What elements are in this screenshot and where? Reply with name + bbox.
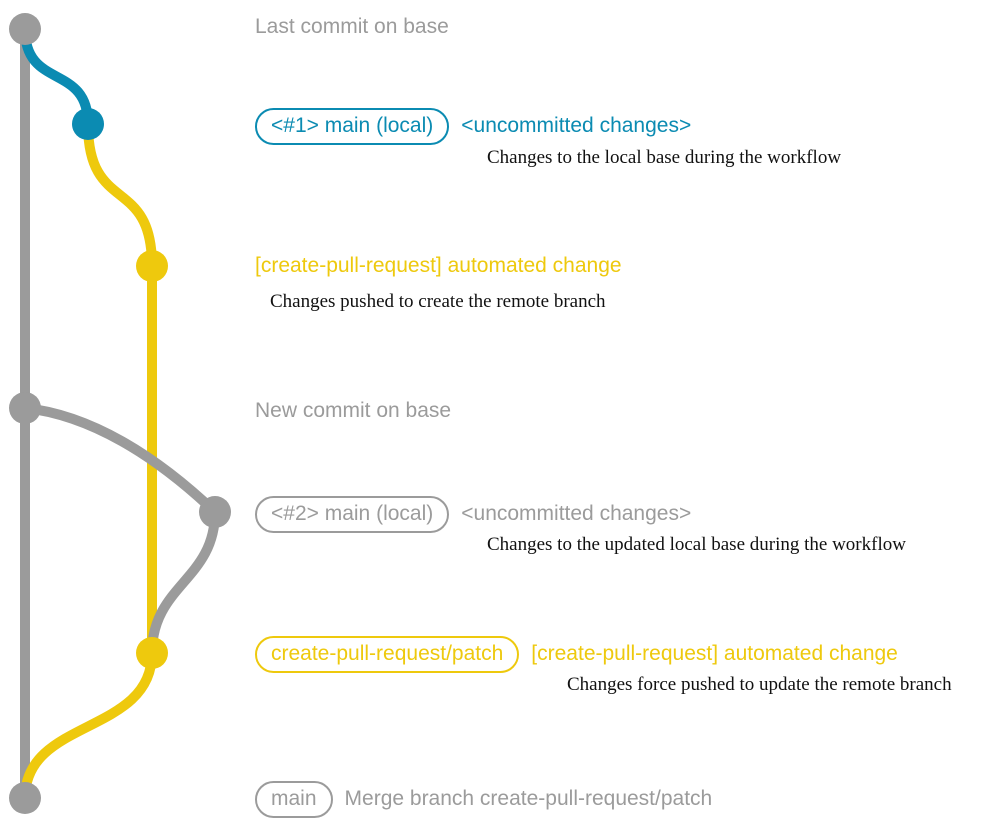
edge-patch2-to-merge <box>20 648 157 803</box>
commit-node-base-new[interactable] <box>9 392 41 424</box>
branch-tag-create-pull-request-patch[interactable]: create-pull-request/patch <box>255 636 520 673</box>
commit-subject-local-1: <uncommitted changes> <box>461 114 692 137</box>
commit-subject-patch-1: [create-pull-request] automated change <box>255 254 622 277</box>
row-local-1: <#1> main (local) <uncommitted changes> <box>255 108 691 145</box>
commit-subject-merge: Merge branch create-pull-request/patch <box>344 787 713 810</box>
edge-local2-to-patch2 <box>147 507 220 658</box>
commit-subject-local-2: <uncommitted changes> <box>461 502 692 525</box>
branch-tag-main-local-2[interactable]: <#2> main (local) <box>255 496 450 533</box>
commit-subject-patch-2: [create-pull-request] automated change <box>531 642 898 665</box>
commit-note-patch-1: Changes pushed to create the remote bran… <box>270 291 606 312</box>
edge-local1-to-patch1 <box>83 119 157 271</box>
edge-basenew-to-local2 <box>20 403 220 517</box>
commit-node-local-2[interactable] <box>199 496 231 528</box>
commit-node-patch-2[interactable] <box>136 637 168 669</box>
row-local-2: <#2> main (local) <uncommitted changes> <box>255 496 691 533</box>
commit-note-local-1: Changes to the local base during the wor… <box>487 147 842 168</box>
commit-node-merge-main[interactable] <box>9 782 41 814</box>
row-merge: main Merge branch create-pull-request/pa… <box>255 781 712 818</box>
commit-note-patch-2: Changes force pushed to update the remot… <box>567 674 952 695</box>
edge-base-to-local1 <box>20 24 93 129</box>
row-patch-1: [create-pull-request] automated change <box>255 255 622 276</box>
branch-tag-main-local-1[interactable]: <#1> main (local) <box>255 108 450 145</box>
commit-node-local-1[interactable] <box>72 108 104 140</box>
commit-node-patch-1[interactable] <box>136 250 168 282</box>
commit-note-local-2: Changes to the updated local base during… <box>487 534 906 555</box>
row-patch-2: create-pull-request/patch [create-pull-r… <box>255 636 898 673</box>
commit-node-base-last[interactable] <box>9 13 41 45</box>
headline-last-commit-on-base: Last commit on base <box>255 15 449 38</box>
headline-new-commit-on-base: New commit on base <box>255 399 452 422</box>
branch-tag-main[interactable]: main <box>255 781 333 818</box>
